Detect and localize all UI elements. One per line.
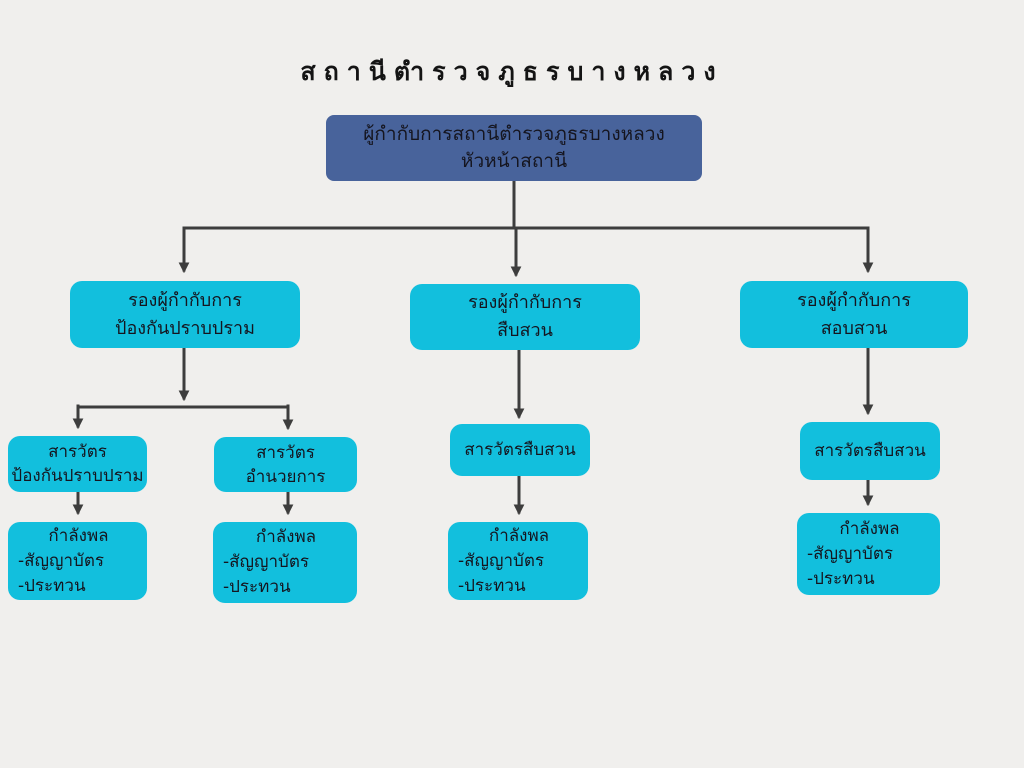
personnel-item: -ประทวน [458,575,526,596]
personnel-item: -สัญญาบัตร [18,550,104,571]
node-deputy-prevention-suppression: รองผู้กำกับการ ป้องกันปราบปราม [70,281,300,348]
personnel-title: กำลังพล [488,525,550,546]
inspector-label: สารวัตรสืบสวน [814,441,926,461]
node-inspector-prevention-suppression: สารวัตร ป้องกันปราบปราม [8,436,147,492]
deputy-label: รองผู้กำกับการ [797,289,911,311]
deputy-label: รองผู้กำกับการ [468,292,582,313]
personnel-item: -ประทวน [807,568,875,589]
node-personnel-1: กำลังพล -สัญญาบัตร -ประทวน [8,522,147,600]
node-personnel-3: กำลังพล -สัญญาบัตร -ประทวน [448,522,588,600]
personnel-title: กำลังพล [255,527,317,547]
node-inspector-investigation: สารวัตรสืบสวน [450,424,590,476]
node-personnel-4: กำลังพล -สัญญาบัตร -ประทวน [797,513,940,595]
personnel-title: กำลังพล [48,525,109,546]
inspector-label: สารวัตร [256,442,315,463]
node-superintendent-line2: หัวหน้าสถานี [460,150,568,172]
deputy-label: รองผู้กำกับการ [128,289,242,311]
personnel-item: -สัญญาบัตร [223,552,309,572]
personnel-item: -ประทวน [223,577,291,597]
deputy-label: สอบสวน [820,317,888,339]
node-superintendent-line1: ผู้กำกับการสถานีตำรวจภูธรบางหลวง [363,123,665,145]
page-title: สถานีตำรวจภูธรบางหลวง [300,57,724,86]
inspector-label: สารวัตรสืบสวน [464,440,576,460]
node-deputy-inquiry: รองผู้กำกับการ สอบสวน [740,281,968,348]
personnel-item: -ประทวน [18,575,86,596]
deputy-label: ป้องกันปราบปราม [115,317,255,339]
personnel-item: -สัญญาบัตร [458,550,544,571]
inspector-label: สารวัตร [48,442,107,462]
node-deputy-investigation: รองผู้กำกับการ สืบสวน [410,284,640,350]
personnel-title: กำลังพล [839,518,900,539]
node-inspector-investigation-right: สารวัตรสืบสวน [800,422,940,480]
inspector-label: ป้องกันปราบปราม [11,466,144,486]
node-personnel-2: กำลังพล -สัญญาบัตร -ประทวน [213,522,357,603]
node-superintendent: ผู้กำกับการสถานีตำรวจภูธรบางหลวง หัวหน้า… [326,115,702,181]
node-inspector-administration: สารวัตร อำนวยการ [214,437,357,492]
inspector-label: อำนวยการ [245,466,326,487]
deputy-label: สืบสวน [497,320,553,341]
personnel-item: -สัญญาบัตร [807,543,893,564]
